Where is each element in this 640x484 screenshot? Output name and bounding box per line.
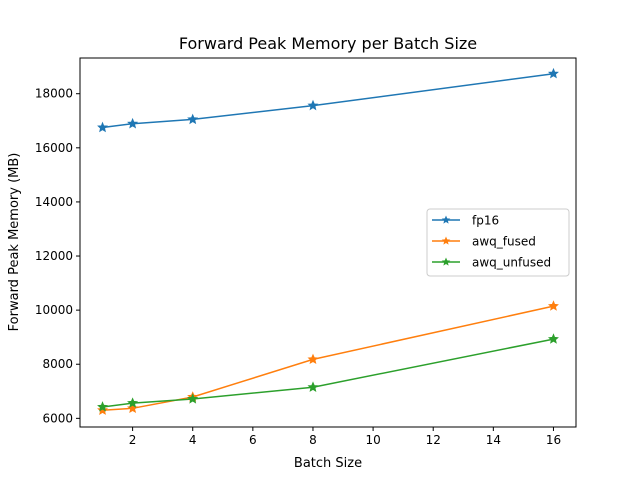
data-point: [547, 67, 559, 79]
x-tick-label: 6: [249, 433, 257, 447]
series-fp16: [97, 67, 559, 133]
x-tick-label: 14: [486, 433, 501, 447]
chart-title: Forward Peak Memory per Batch Size: [179, 34, 477, 53]
data-point: [187, 113, 199, 125]
legend-marker: [441, 215, 451, 224]
y-tick-label: 10000: [35, 303, 73, 317]
legend-label: awq_unfused: [472, 256, 551, 270]
legend-label: awq_fused: [472, 235, 536, 249]
y-tick-label: 6000: [42, 411, 73, 425]
data-point: [547, 300, 559, 311]
legend-marker: [441, 236, 451, 245]
legend-label: fp16: [472, 214, 499, 228]
axis-ticks: 2 4 6 8 10 12 14 16 6000 8000 10000 12000 14000 16000…: [35, 87, 561, 447]
y-tick-label: 16000: [35, 141, 73, 155]
x-tick-label: 2: [129, 433, 137, 447]
y-tick-label: 18000: [35, 87, 73, 101]
legend-item: fp16: [432, 214, 499, 228]
legend-marker: [441, 257, 451, 266]
series-group: [97, 67, 559, 415]
data-point: [97, 121, 109, 133]
data-point: [127, 402, 139, 414]
data-point: [187, 393, 199, 404]
data-point: [127, 117, 139, 129]
x-axis-label: Batch Size: [294, 456, 362, 471]
y-tick-label: 12000: [35, 249, 73, 263]
y-axis-label: Forward Peak Memory (MB): [7, 153, 22, 332]
data-point: [547, 333, 559, 344]
axes-frame: [79, 57, 577, 428]
data-point: [307, 353, 319, 365]
legend: fp16 awq_fused awq_unfused: [426, 208, 570, 277]
legend-item: awq_fused: [432, 235, 536, 249]
data-point: [127, 397, 139, 408]
data-point: [307, 99, 319, 111]
y-tick-label: 8000: [42, 357, 73, 371]
legend-item: awq_unfused: [432, 256, 551, 270]
y-tick-label: 14000: [35, 195, 73, 209]
data-point: [307, 381, 319, 392]
x-tick-label: 8: [309, 433, 317, 447]
x-tick-label: 16: [546, 433, 561, 447]
x-tick-label: 10: [365, 433, 380, 447]
data-point: [97, 404, 109, 415]
x-tick-label: 4: [189, 433, 197, 447]
series-awq_unfused: [97, 333, 559, 412]
x-tick-label: 12: [426, 433, 441, 447]
data-point: [97, 401, 109, 412]
legend-box: [426, 208, 570, 277]
